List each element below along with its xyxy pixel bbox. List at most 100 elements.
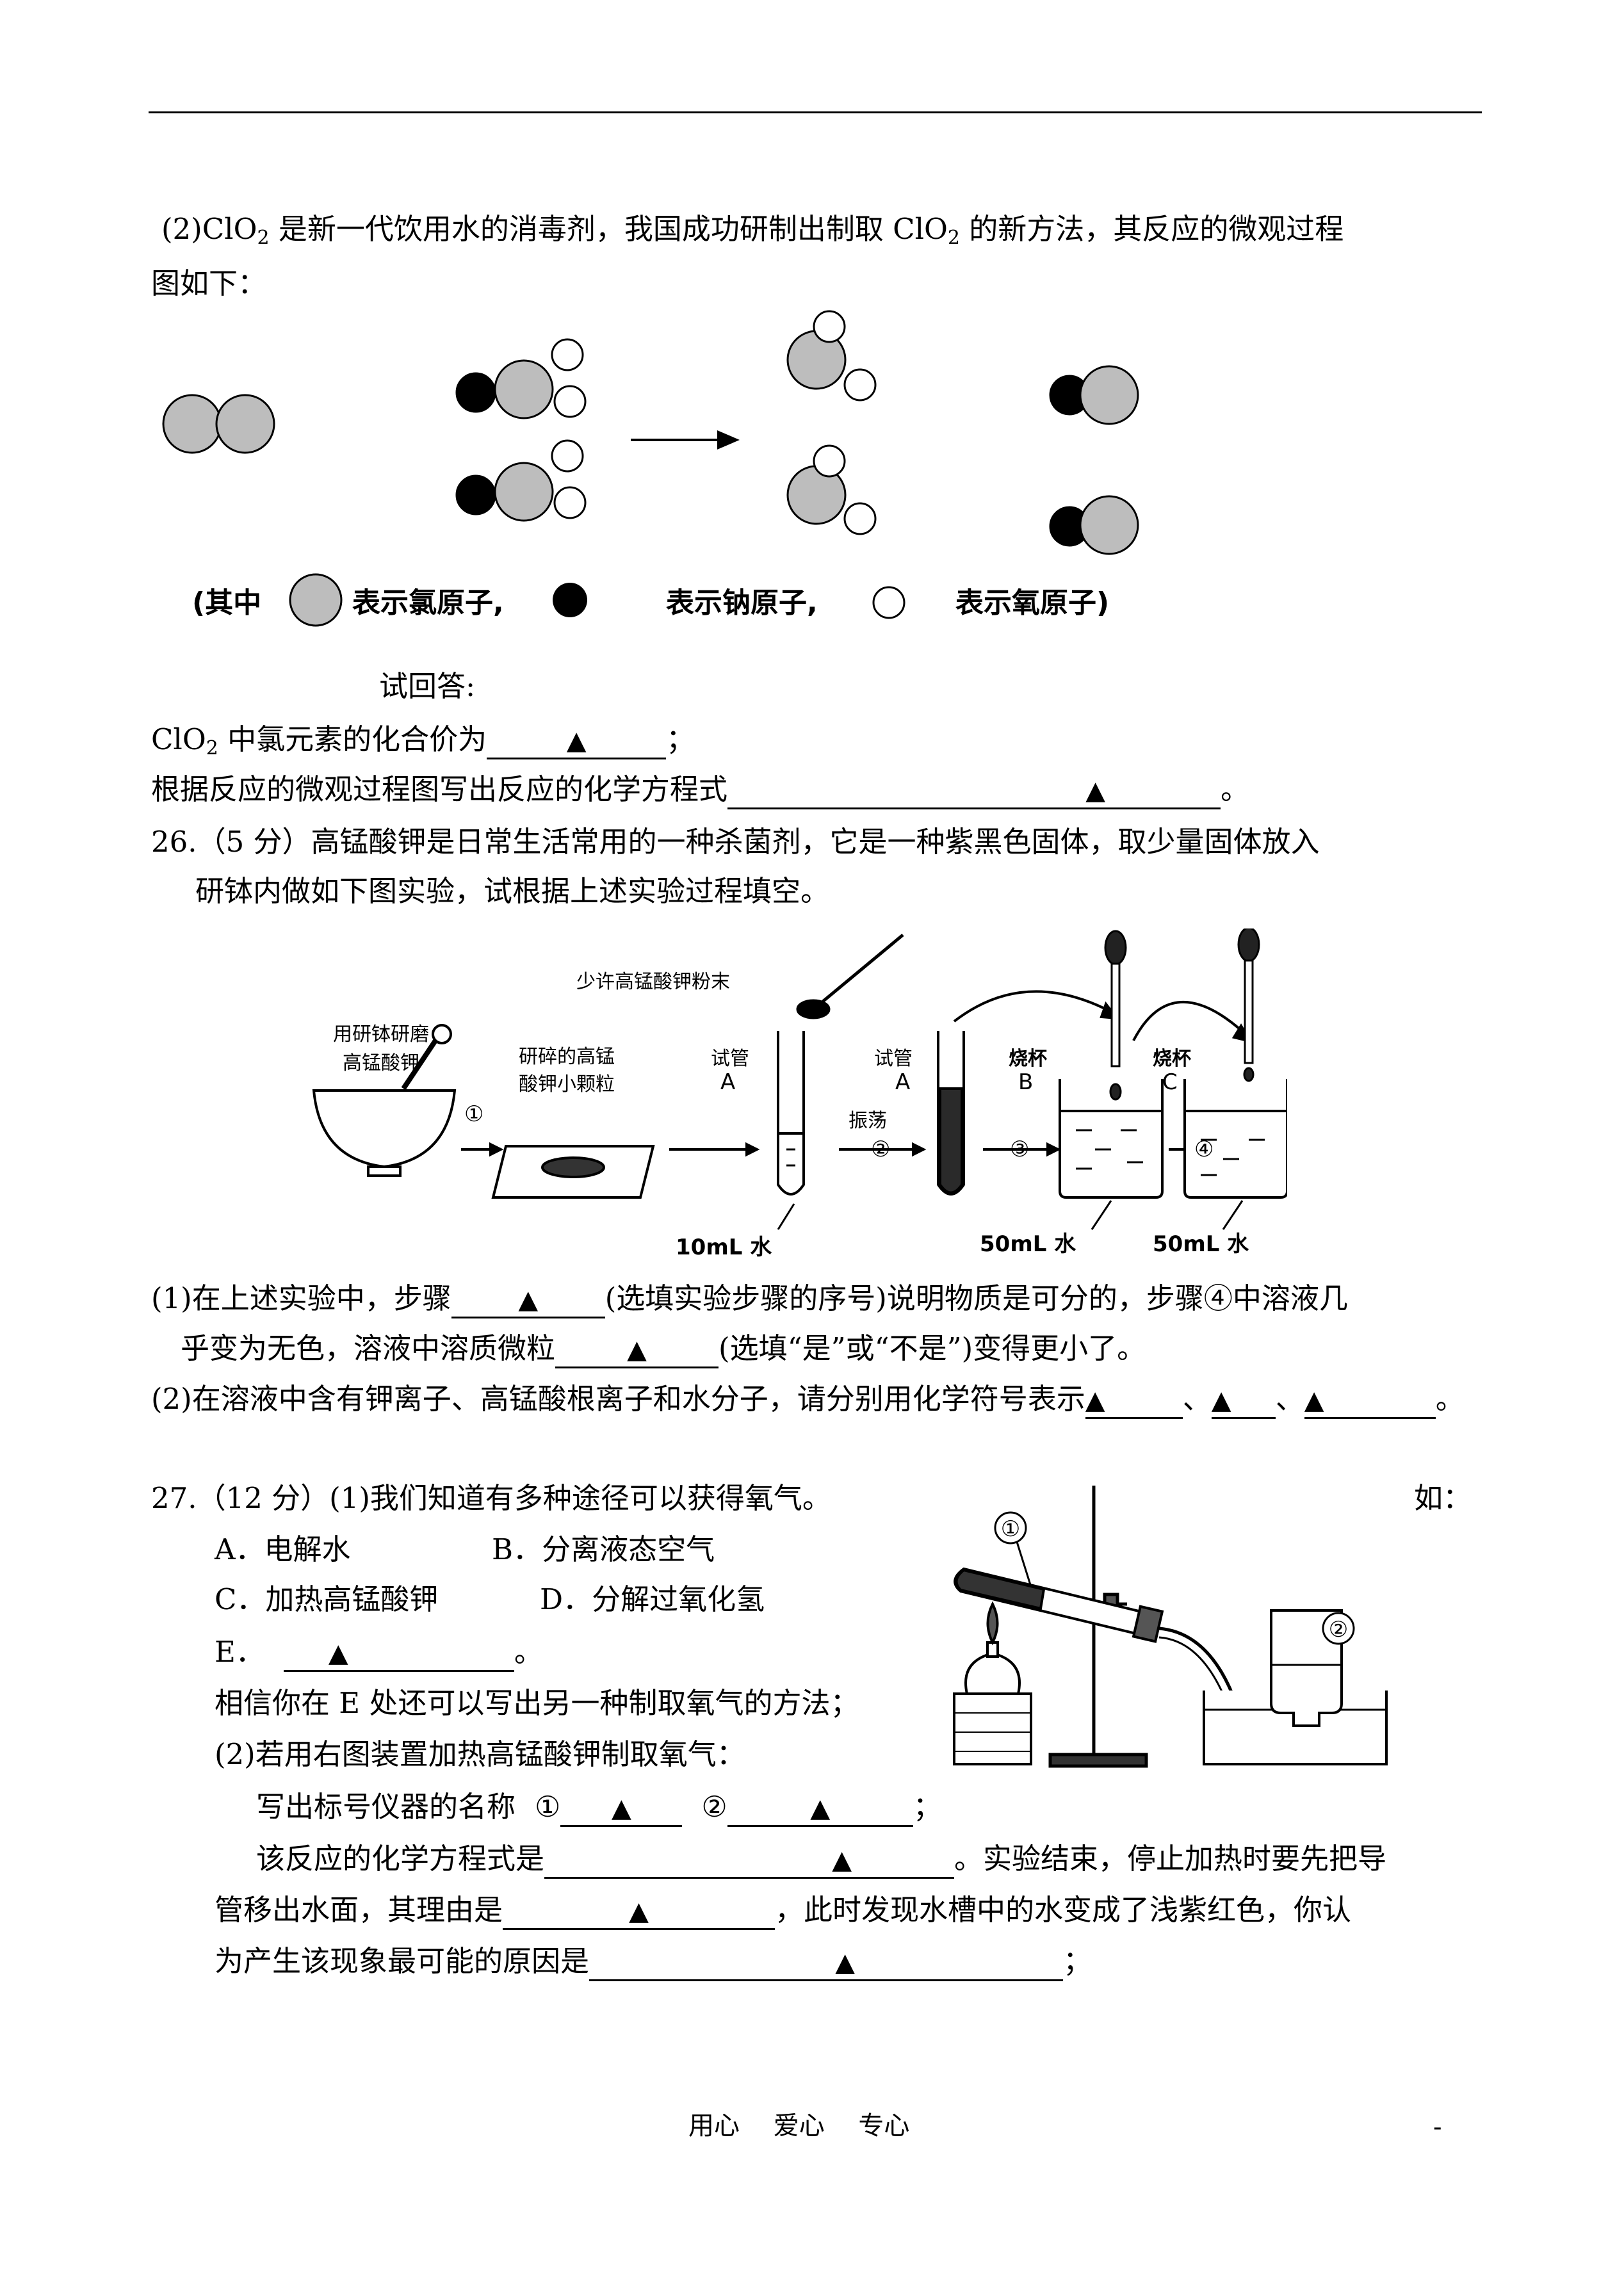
q27-believe: 相信你在 E 处还可以写出另一种制取氧气的方法； xyxy=(215,1686,859,1720)
label-particles-1: 研碎的高锰 xyxy=(519,1046,615,1068)
footer-text: 用心 爱心 专心 xyxy=(688,2111,910,2141)
nacl-molecule-1 xyxy=(1049,365,1139,425)
text-names: 写出标号仪器的名称 xyxy=(256,1790,516,1824)
marker-triangle: ▲ xyxy=(1211,1386,1231,1415)
label-n2: ② xyxy=(701,1790,727,1824)
reaction-arrow xyxy=(631,430,740,450)
q27-names: 写出标号仪器的名称 ① ▲ ② ▲ ； xyxy=(256,1788,942,1827)
answer-blank-step[interactable]: ▲ xyxy=(451,1282,605,1318)
subscript: 2 xyxy=(947,227,960,249)
clo2-molecule-2 xyxy=(786,444,877,535)
q27-line1: 27.（12 分）(1)我们知道有多种途径可以获得氧气。 xyxy=(151,1481,831,1515)
experiment-figure: 用研钵研磨 高锰酸钾 研碎的高锰 酸钾小颗粒 少许高锰酸钾粉末 试管 A 试管 … xyxy=(307,929,1287,1261)
paper-with-particles xyxy=(491,1145,655,1199)
answer-blank-instrument-1[interactable]: ▲ xyxy=(560,1790,683,1827)
answer-prompt: 试回答: xyxy=(379,669,476,703)
legend: (其中 表示氯原子, 表示钠原子, 表示氧原子) xyxy=(192,573,1217,627)
label-grind-1: 用研钵研磨 xyxy=(333,1023,429,1046)
label-step-1: ① xyxy=(464,1101,484,1127)
answer-blank-option-e[interactable]: ▲ xyxy=(283,1635,514,1672)
spatula-with-powder xyxy=(796,934,904,1019)
q26-line1: 26.（5 分）高锰酸钾是日常生活常用的一种杀菌剂，它是一种紫黑色固体，取少量固… xyxy=(151,825,1320,859)
label-particles-2: 酸钾小颗粒 xyxy=(519,1073,615,1096)
test-tube-a-water xyxy=(777,1031,805,1196)
test-tube-a-solution xyxy=(937,1031,965,1196)
q25-question-1: ClO2 中氯元素的化合价为▲； xyxy=(151,720,695,759)
text-p1-a: (1)在上述实验中，步骤 xyxy=(151,1281,451,1315)
sodium-atom-icon xyxy=(553,583,587,617)
marker-triangle: ▲ xyxy=(566,726,587,756)
q26-part2: (2)在溶液中含有钾离子、高锰酸根离子和水分子，请分别用化学符号表示▲、▲、▲。 xyxy=(151,1380,1465,1419)
label-tube-a-2: A xyxy=(720,1069,736,1095)
answer-blank-mno4-ion[interactable]: ▲ xyxy=(1211,1383,1276,1419)
naclo2-molecule-2 xyxy=(455,439,587,522)
label-water-10ml: 10mL 水 xyxy=(676,1235,772,1260)
pointer-lines xyxy=(777,1200,1244,1230)
option-a: A．电解水 xyxy=(215,1532,351,1566)
mortar-and-pestle xyxy=(312,1024,457,1177)
label-beaker-b-1: 烧杯 xyxy=(1009,1048,1047,1070)
text-equation-question: 根据反应的微观过程图写出反应的化学方程式 xyxy=(151,772,728,806)
option-e: E． ▲。 xyxy=(215,1633,543,1672)
dropper-c xyxy=(1237,929,1260,1082)
apparatus-drawing: ① ② xyxy=(953,1486,1388,1768)
marker-triangle: ▲ xyxy=(611,1794,631,1823)
marker-triangle: ▲ xyxy=(1304,1386,1324,1415)
separator: 、 xyxy=(1182,1382,1212,1416)
q27-reason: 管移出水面，其理由是▲，此时发现水槽中的水变成了浅紫红色，你认 xyxy=(215,1891,1351,1930)
marker-triangle: ▲ xyxy=(810,1794,831,1823)
label-n1: ① xyxy=(535,1790,561,1824)
dropper-b xyxy=(1104,930,1127,1101)
text-end: 。 xyxy=(514,1635,543,1669)
separator: 、 xyxy=(1275,1382,1304,1416)
q27-cause: 为产生该现象最可能的原因是▲； xyxy=(215,1942,1092,1981)
option-b: B．分离液态空气 xyxy=(492,1532,715,1566)
marker-triangle: ▲ xyxy=(832,1845,852,1875)
alcohol-lamp xyxy=(953,1601,1032,1765)
fig-label-2: ② xyxy=(1329,1617,1348,1642)
legend-open: (其中 xyxy=(192,587,262,619)
nacl-molecule-2 xyxy=(1049,495,1139,555)
answer-blank-equation-27[interactable]: ▲ xyxy=(544,1842,955,1879)
legend-o: 表示氧原子) xyxy=(955,587,1110,619)
fig-label-1: ① xyxy=(1001,1516,1020,1542)
text-end: ； xyxy=(913,1790,942,1824)
experiment-drawing xyxy=(312,929,1287,1230)
text-p1-d: (选填“是”或“不是”)变得更小了。 xyxy=(719,1331,1146,1365)
label-grind-2: 高锰酸钾 xyxy=(343,1052,419,1075)
q27-equation: 该反应的化学方程式是▲。实验结束，停止加热时要先把导 xyxy=(256,1840,1386,1879)
label-beaker-c-1: 烧杯 xyxy=(1153,1048,1191,1070)
marker-triangle: ▲ xyxy=(627,1335,647,1365)
text-valence-question: 中氯元素的化合价为 xyxy=(218,722,487,756)
naclo2-molecule-1 xyxy=(455,338,587,419)
transfer-arrows xyxy=(953,990,1253,1044)
answer-blank-water[interactable]: ▲ xyxy=(1304,1383,1436,1419)
q25-line2: 图如下： xyxy=(151,266,267,300)
answer-blank-equation[interactable]: ▲ xyxy=(727,773,1221,809)
answer-blank-k-ion[interactable]: ▲ xyxy=(1085,1383,1183,1419)
answer-blank-instrument-2[interactable]: ▲ xyxy=(727,1790,913,1827)
text-p1-c: 乎变为无色，溶液中溶质微粒 xyxy=(181,1331,556,1365)
marker-triangle: ▲ xyxy=(835,1948,856,1977)
answer-blank-reason[interactable]: ▲ xyxy=(503,1894,775,1930)
text-opt-e: E． xyxy=(215,1635,264,1669)
label-step-2: ② xyxy=(871,1137,891,1162)
subscript: 2 xyxy=(257,227,270,249)
chlorine-atom-icon xyxy=(289,573,343,627)
text-eq-b: 。实验结束，停止加热时要先把导 xyxy=(954,1842,1387,1876)
label-tube-a2-2: A xyxy=(895,1069,911,1095)
clo2-molecule-1 xyxy=(786,310,877,401)
text-end: 。 xyxy=(1435,1382,1465,1416)
answer-blank-valence[interactable]: ▲ xyxy=(487,723,667,759)
marker-triangle: ▲ xyxy=(518,1285,539,1315)
subscript: 2 xyxy=(206,737,218,759)
text-end: ； xyxy=(666,722,695,756)
oxygen-atom-icon xyxy=(872,586,905,619)
marker-triangle: ▲ xyxy=(629,1897,649,1926)
answer-blank-cause[interactable]: ▲ xyxy=(589,1945,1064,1981)
text-cause-a: 为产生该现象最可能的原因是 xyxy=(215,1944,590,1978)
oxygen-apparatus-figure: ① ② xyxy=(935,1473,1396,1774)
answer-blank-smaller[interactable]: ▲ xyxy=(555,1332,719,1368)
text-p1-b: (选填实验步骤的序号)说明物质是可分的，步骤④中溶液几 xyxy=(605,1281,1348,1315)
label-water-50ml-c: 50mL 水 xyxy=(1153,1231,1249,1257)
